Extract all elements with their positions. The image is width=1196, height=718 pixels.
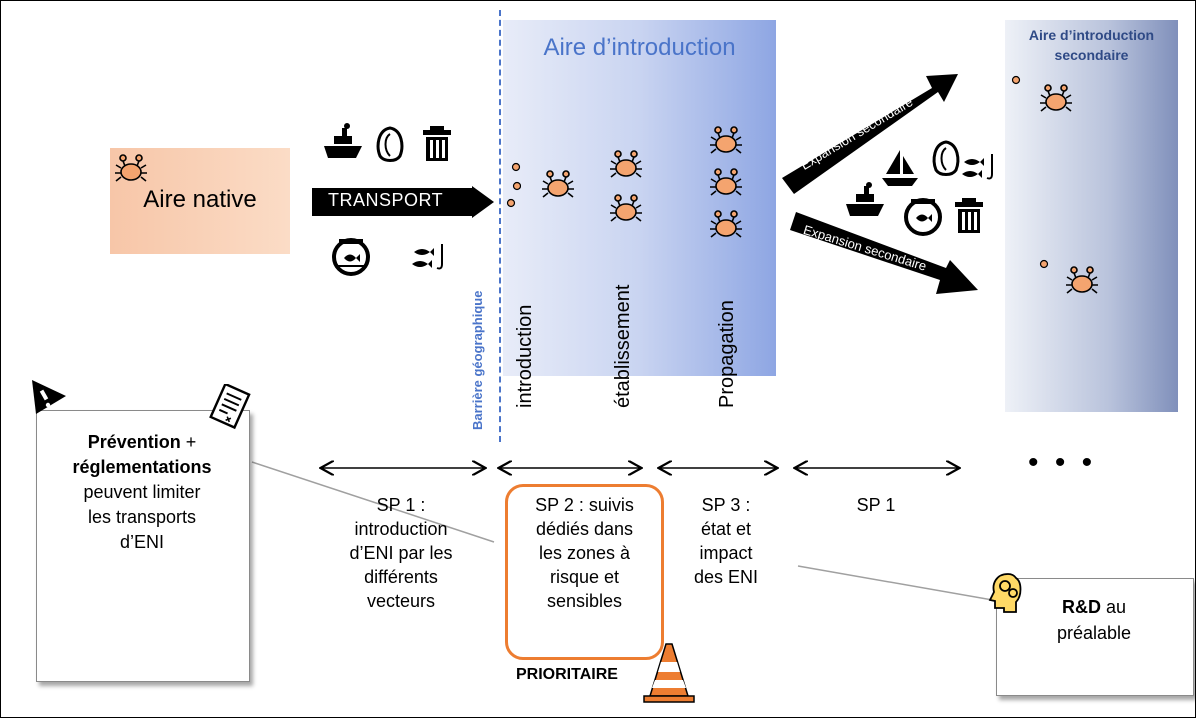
head-gears-icon xyxy=(988,573,1022,613)
prevention-line3: peuvent limiter xyxy=(83,482,201,502)
transport-arrow xyxy=(312,186,494,218)
fishbowl-icon xyxy=(332,238,370,276)
secondary-zone-title-line2: secondaire xyxy=(1054,47,1129,63)
oyster-icon xyxy=(932,140,960,176)
sp1-secondary-block: SP 1 xyxy=(816,493,936,517)
eggs-icon xyxy=(506,162,521,208)
introduction-zone xyxy=(503,20,776,376)
sp3-line: SP 3 : xyxy=(701,495,751,515)
sp1-line: vecteurs xyxy=(366,591,436,611)
prioritaire-label: PRIORITAIRE xyxy=(516,666,618,683)
prevention-line4: les transports xyxy=(87,507,197,527)
sp2-line: SP 2 : suivis xyxy=(535,495,634,515)
secondary-zone-title: Aire d’introduction secondaire xyxy=(1005,25,1178,65)
crab-icon xyxy=(1065,266,1099,294)
sp2-line: dédiés dans xyxy=(535,519,634,539)
crab-icon xyxy=(541,170,575,198)
traffic-cone-icon xyxy=(643,643,695,703)
sp1-line: d’ENI par les xyxy=(349,543,453,563)
egg-icon xyxy=(1039,259,1049,269)
fishing-icon xyxy=(412,244,443,270)
native-area xyxy=(110,148,290,254)
sp1-secondary-line: SP 1 xyxy=(856,495,896,515)
prevention-title: Prévention xyxy=(87,432,181,452)
crab-stack-icon xyxy=(709,126,743,238)
stage-propagation: Propagation xyxy=(716,300,738,408)
prevention-box xyxy=(36,410,250,682)
ship-icon xyxy=(846,182,884,216)
secondary-zone-title-line1: Aire d’introduction xyxy=(1028,27,1155,43)
crab-icon xyxy=(1039,84,1073,112)
continuation-dots: • • • xyxy=(1028,446,1097,479)
sp2-block: SP 2 : suivis dédiés dans les zones à ri… xyxy=(505,493,664,613)
prevention-plus: + xyxy=(180,432,197,452)
geographic-barrier-label: Barrière géographique xyxy=(470,290,485,430)
rd-connector xyxy=(797,565,1005,603)
trash-icon xyxy=(423,126,451,161)
sp2-line: les zones à xyxy=(538,543,631,563)
sp1-block: SP 1 : introduction d’ENI par les différ… xyxy=(316,493,486,613)
rd-au: au xyxy=(1100,597,1127,617)
fishbowl-icon xyxy=(904,198,942,236)
sp3-line: impact xyxy=(699,543,753,563)
prevention-line5: d’ENI xyxy=(119,532,164,552)
sp1-line: introduction xyxy=(354,519,448,539)
warning-icon xyxy=(32,380,66,414)
sailboat-icon xyxy=(882,150,918,186)
regulation-document-icon xyxy=(209,384,251,430)
secondary-introduction-zone xyxy=(1005,20,1178,412)
transport-label: TRANSPORT xyxy=(328,190,444,210)
rd-title: R&D xyxy=(1061,597,1101,617)
sp2-line: sensibles xyxy=(546,591,623,611)
sp1-line: différents xyxy=(364,567,438,587)
expansion-arrow-upper xyxy=(782,74,958,194)
fishing-icon xyxy=(962,154,993,180)
rd-line2: préalable xyxy=(1056,623,1132,643)
sp3-line: des ENI xyxy=(693,567,759,587)
sp1-line: SP 1 : xyxy=(376,495,426,515)
span-arrows xyxy=(318,458,998,478)
trash-icon xyxy=(955,198,983,233)
rd-box xyxy=(996,578,1194,696)
sp3-block: SP 3 : état et impact des ENI xyxy=(676,493,776,589)
reglementations-title: réglementations xyxy=(72,457,212,477)
crab-icon xyxy=(114,154,148,182)
crab-stack-icon xyxy=(609,150,643,222)
egg-icon xyxy=(1011,75,1021,85)
stage-etablissement: établissement xyxy=(612,284,634,408)
prevention-connector xyxy=(251,461,495,543)
introduction-zone-title: Aire d’introduction xyxy=(543,34,736,61)
sp3-line: état et xyxy=(700,519,752,539)
rd-text: R&D au préalable xyxy=(996,594,1192,646)
geographic-barrier-line xyxy=(499,10,501,442)
ship-icon xyxy=(324,123,362,158)
oyster-icon xyxy=(376,126,404,162)
stage-introduction: introduction xyxy=(514,304,536,408)
priority-box xyxy=(505,484,664,660)
sp2-line: risque et xyxy=(549,567,620,587)
expansion-arrow-lower xyxy=(790,212,978,294)
prevention-text: Prévention + réglementations peuvent lim… xyxy=(38,430,246,555)
native-area-label: Aire native xyxy=(143,186,257,213)
